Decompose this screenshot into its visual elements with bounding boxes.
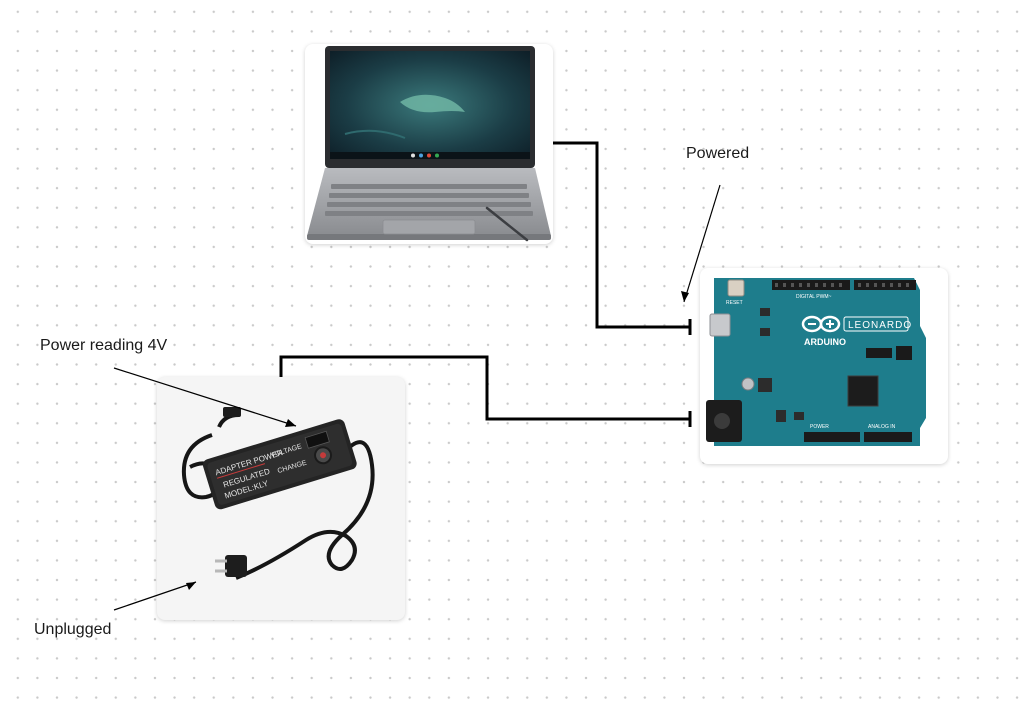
screen-island <box>400 94 465 113</box>
power-adapter-image: ADAPTER POWER REGULATED MODEL:KLY VOLTAG… <box>181 407 375 580</box>
usb-wire <box>553 141 690 329</box>
stylus-pen <box>485 206 529 242</box>
unplugged-label: Unplugged <box>34 621 112 638</box>
power-label: POWER <box>810 424 829 430</box>
power-adapter-card: ADAPTER POWER REGULATED MODEL:KLY VOLTAG… <box>157 377 405 620</box>
brand-label: ARDUINO <box>804 337 846 347</box>
microcontroller-chip <box>847 375 879 407</box>
voltage-display <box>304 430 330 449</box>
ac-plug <box>225 555 247 577</box>
laptop-touchpad <box>382 219 476 235</box>
adapter-body: ADAPTER POWER REGULATED MODEL:KLY VOLTAG… <box>202 419 357 510</box>
micro-usb-port <box>709 313 731 337</box>
laptop-image <box>307 46 551 242</box>
powered-label: Powered <box>686 145 750 162</box>
digital-label: DIGITAL PWM~ <box>796 294 832 300</box>
analog-label: ANALOG IN <box>868 424 896 430</box>
reset-label: RESET <box>726 300 743 306</box>
arduino-board <box>714 278 926 446</box>
model-label: LEONARDO <box>848 320 912 331</box>
laptop-card <box>305 44 553 244</box>
power-reading-label: Power reading 4V <box>40 337 168 354</box>
arduino-card: RESET DIGITAL PWM~ LEONARDO ARDUINO POWE… <box>700 268 948 464</box>
arduino-logo <box>801 315 841 333</box>
arduino-board-image: RESET DIGITAL PWM~ LEONARDO ARDUINO POWE… <box>706 278 926 446</box>
ac-cable <box>235 440 375 580</box>
reset-button <box>727 279 745 297</box>
